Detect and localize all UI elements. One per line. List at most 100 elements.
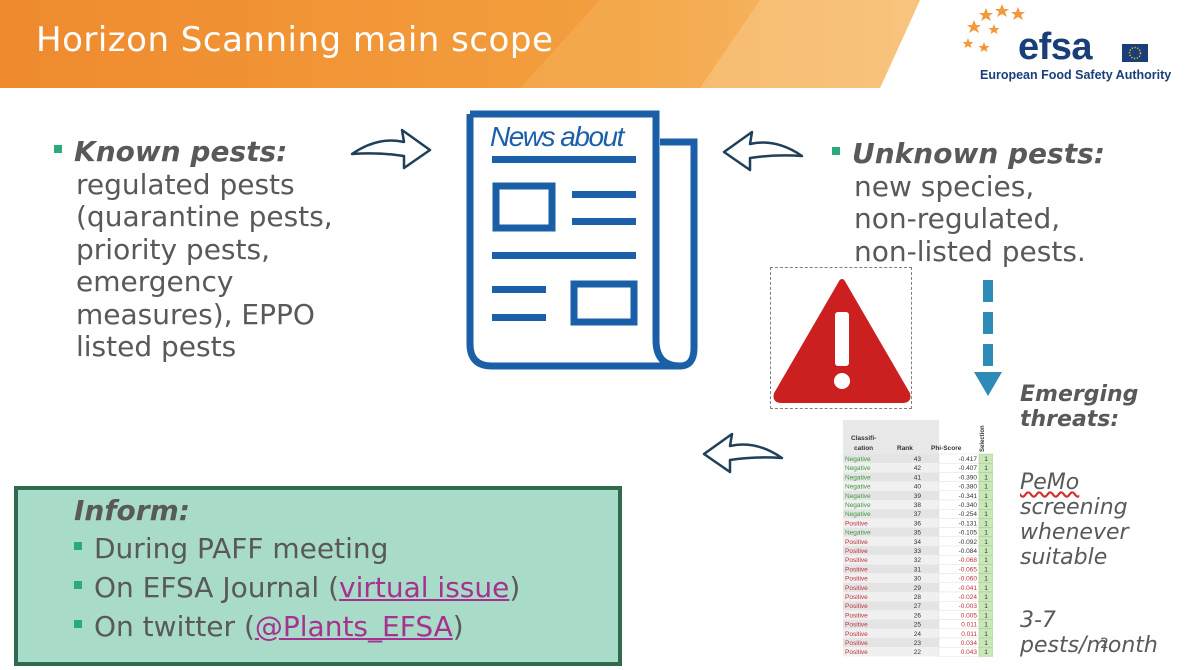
table-row xyxy=(843,619,939,629)
table-cell: 22 xyxy=(914,649,922,656)
table-cell: 1 xyxy=(984,539,988,546)
table-header-cell: cation xyxy=(854,445,873,452)
table-cell: Positive xyxy=(845,576,868,583)
table-header-cell: Phi-Score xyxy=(931,445,962,452)
table-cell: 26 xyxy=(914,612,922,619)
table-cell: 32 xyxy=(914,557,922,564)
table-cell: Positive xyxy=(845,612,868,619)
table-cell: 1 xyxy=(984,640,988,647)
table-cell: 28 xyxy=(914,594,922,601)
table-cell: Positive xyxy=(845,548,868,555)
table-row xyxy=(843,454,939,464)
table-cell: 1 xyxy=(984,649,988,656)
table-cell: Positive xyxy=(845,603,868,610)
table-cell: 1 xyxy=(984,603,988,610)
bullet-icon xyxy=(832,147,840,155)
table-row xyxy=(843,647,939,657)
inform-item-prefix: On EFSA Journal ( xyxy=(94,571,339,604)
table-cell: Positive xyxy=(845,622,868,629)
table-cell: Negative xyxy=(845,530,871,537)
table-row xyxy=(843,592,939,602)
logo-star xyxy=(978,42,990,52)
table-cell: 1 xyxy=(984,631,988,638)
table-cell: 0.011 xyxy=(961,631,977,638)
table-cell: -0.041 xyxy=(959,585,978,592)
table-cell: Negative xyxy=(845,456,871,463)
table-cell: 39 xyxy=(914,493,922,500)
logo-star xyxy=(962,38,974,48)
table-cell: Positive xyxy=(845,631,868,638)
table-row xyxy=(843,500,939,510)
pests-month-line: pests/month xyxy=(1020,633,1158,658)
unknown-line: new species, xyxy=(854,169,1035,203)
known-line: listed pests xyxy=(76,330,237,363)
table-cell: -0.390 xyxy=(959,474,978,481)
page-number: 2 xyxy=(1100,636,1109,652)
table-cell: -0.060 xyxy=(959,576,978,583)
inform-item-prefix: On twitter ( xyxy=(94,610,255,643)
virtual-issue-link[interactable]: virtual issue xyxy=(339,571,510,604)
table-cell: 36 xyxy=(914,520,922,527)
table-cell: Positive xyxy=(845,585,868,592)
table-cell: Positive xyxy=(845,520,868,527)
table-row xyxy=(843,463,939,473)
table-cell: -0.105 xyxy=(959,530,978,537)
pemo-screening-text: PeMo screening whenever suitable xyxy=(1020,470,1129,570)
heading-colon: : xyxy=(276,135,288,168)
table-cell: 1 xyxy=(984,484,988,491)
table-cell: Positive xyxy=(845,594,868,601)
twitter-link[interactable]: @Plants_EFSA xyxy=(254,610,453,643)
table-cell: 24 xyxy=(914,631,922,638)
table-cell: 1 xyxy=(984,474,988,481)
table-cell: 38 xyxy=(914,502,922,509)
table-cell: Negative xyxy=(845,484,871,491)
table-row xyxy=(843,481,939,491)
pemo-word: PeMo xyxy=(1020,470,1080,495)
known-line: (quarantine pests, xyxy=(76,200,333,233)
table-row xyxy=(843,638,939,648)
dashed-arrow-down-icon xyxy=(974,280,1002,396)
table-cell: -0.003 xyxy=(959,603,978,610)
logo-tagline: European Food Safety Authority xyxy=(980,68,1172,82)
pemo-line: whenever xyxy=(1020,520,1129,545)
table-cell: 1 xyxy=(984,622,988,629)
pests-per-month-text: 3-7 pests/month xyxy=(1020,608,1158,658)
known-line: emergency xyxy=(76,265,234,298)
arrow-left-icon xyxy=(722,130,804,172)
table-cell: 0.011 xyxy=(961,622,977,629)
table-cell: -0.068 xyxy=(959,557,978,564)
bullet-icon xyxy=(74,620,82,628)
unknown-line: non-regulated, xyxy=(854,202,1061,235)
table-cell: -0.254 xyxy=(959,511,978,518)
inform-item: During PAFF meeting xyxy=(74,532,388,565)
table-cell: -0.084 xyxy=(959,548,978,555)
table-cell: 1 xyxy=(984,502,988,509)
known-line: measures), EPPO xyxy=(76,297,315,331)
table-row xyxy=(843,573,939,583)
table-cell: 31 xyxy=(914,566,922,573)
table-cell: 1 xyxy=(984,520,988,527)
table-cell: 0.005 xyxy=(961,612,978,619)
table-cell: 33 xyxy=(914,548,922,555)
arrow-back-icon xyxy=(702,432,784,474)
eu-flag-icon xyxy=(1122,44,1148,62)
table-cell: Positive xyxy=(845,539,868,546)
logo-star xyxy=(995,4,1009,17)
table-cell: 1 xyxy=(984,557,988,564)
heading-colon: : xyxy=(1093,137,1105,170)
page-title: Horizon Scanning main scope xyxy=(36,20,554,60)
inform-item: On twitter (@Plants_EFSA) xyxy=(74,610,464,643)
table-cell: -0.092 xyxy=(959,539,978,546)
table-cell: 0.034 xyxy=(961,640,978,647)
known-pests-heading: Known pests xyxy=(74,135,277,168)
table-cell: Negative xyxy=(845,511,871,518)
table-cell: 1 xyxy=(984,594,988,601)
emerging-line: threats: xyxy=(1020,407,1120,432)
bullet-icon xyxy=(74,581,82,589)
table-cell: 1 xyxy=(984,465,988,472)
table-cell: 42 xyxy=(914,465,922,472)
known-line: priority pests, xyxy=(76,232,270,266)
table-cell: -0.340 xyxy=(959,502,978,509)
table-cell: Negative xyxy=(845,493,871,500)
